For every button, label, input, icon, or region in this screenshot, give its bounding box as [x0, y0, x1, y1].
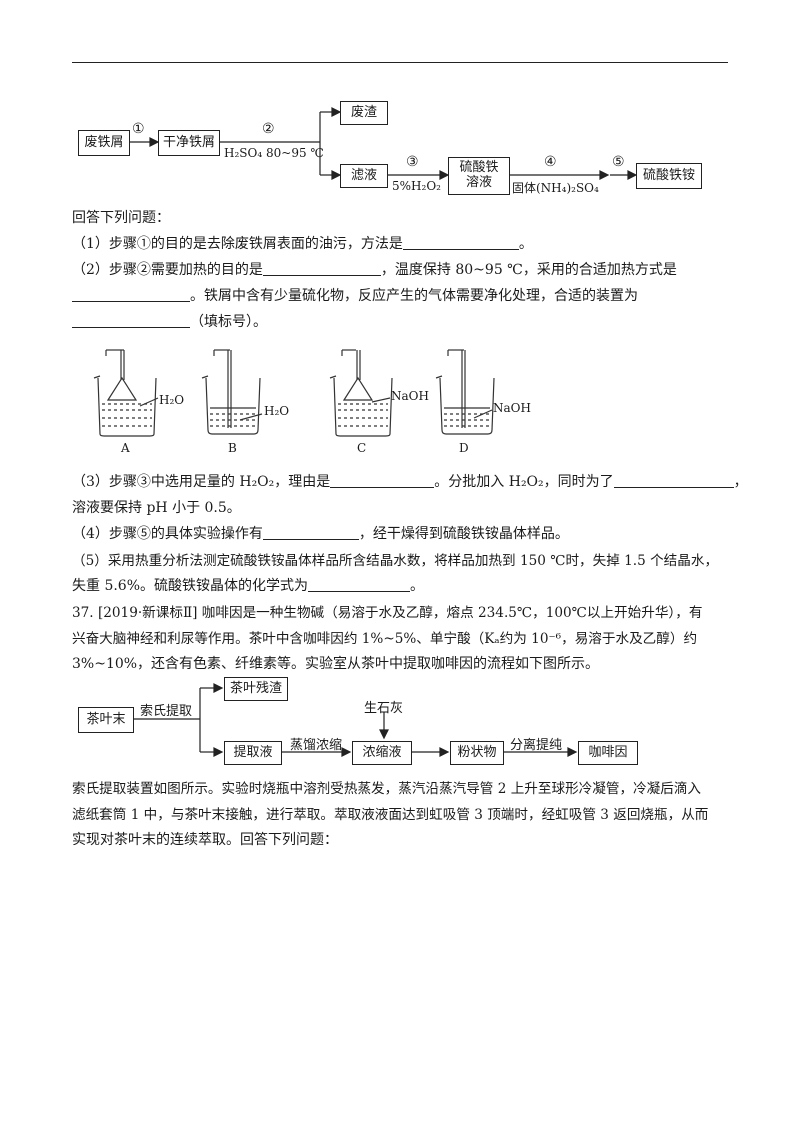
apparatus-c-liquid: NaOH — [391, 389, 429, 403]
flow1-step5: ⑤ — [612, 154, 625, 170]
q37-desc2: 滤纸套筒 1 中，与茶叶末接触，进行萃取。萃取液液面达到虹吸管 3 顶端时，经虹… — [72, 807, 709, 823]
flow2-distill-label: 蒸馏浓缩 — [290, 738, 343, 753]
apparatus-d-liquid: NaOH — [493, 401, 531, 415]
apparatus-b-label: B — [228, 441, 237, 455]
flow1-step4: ④ — [544, 154, 557, 170]
apparatus-c — [329, 349, 393, 437]
apparatus-d-label: D — [459, 441, 469, 455]
flow2-concentrate-box: 浓缩液 — [352, 741, 412, 765]
q37-desc3: 实现对茶叶末的连续萃取。回答下列问题： — [72, 832, 338, 848]
flow1-step1: ① — [132, 121, 145, 137]
answer-blank-q2b[interactable] — [72, 286, 190, 302]
q2-text-c: 。铁屑中含有少量硫化物，反应产生的气体需要净化处理，合适的装置为 — [190, 288, 638, 304]
q36-q1: （1）步骤①的目的是去除废铁屑表面的油污，方法是 。 — [72, 233, 533, 253]
q3-text-b: 。分批加入 H₂O₂，同时为了 — [434, 474, 614, 490]
q3-text-c: ， — [733, 474, 748, 490]
answer-blank-q4[interactable] — [262, 524, 359, 540]
q36-intro: 回答下列问题： — [72, 210, 170, 226]
q1-text: （1）步骤①的目的是去除废铁屑表面的油污，方法是 — [72, 236, 403, 252]
flow1-sulfate-box: 硫酸铁 溶液 — [448, 157, 510, 195]
flow1-sulfate-line1: 硫酸铁 — [459, 160, 499, 176]
q36-q5-line2: 失重 5.6%。硫酸铁铵晶体的化学式为 。 — [72, 575, 424, 595]
flow1-waste-box: 废渣 — [340, 101, 388, 125]
q5-text-b: 失重 5.6%。硫酸铁铵晶体的化学式为 — [72, 578, 309, 594]
q36-q2-line1: （2）步骤②需要加热的目的是 ，温度保持 80~95 ℃，采用的合适加热方式是 — [72, 259, 677, 279]
flow2-caffeine-box: 咖啡因 — [578, 741, 638, 765]
q36-q5-line1: （5）采用热重分析法测定硫酸铁铵晶体样品所含结晶水数，将样品加热到 150 ℃时… — [72, 553, 719, 569]
flow1-raw-box: 废铁屑 — [78, 130, 130, 156]
flow1-step3: ③ — [406, 154, 419, 170]
flow1-sulfate-line2: 溶液 — [465, 175, 492, 190]
flow1-cond3: 5%H₂O₂ — [392, 179, 441, 193]
answer-blank-q3b[interactable] — [613, 472, 734, 488]
flow1-filtrate-box: 滤液 — [340, 164, 388, 188]
flow1-step2: ② — [262, 121, 275, 137]
answer-blank-q5[interactable] — [308, 576, 411, 592]
q1-end: 。 — [518, 236, 533, 252]
q36-q3-line2: 溶液要保持 pH 小于 0.5。 — [72, 500, 241, 516]
answer-blank-q3a[interactable] — [330, 472, 435, 488]
apparatus-d — [435, 349, 495, 435]
q36-q2-line2: 。铁屑中含有少量硫化物，反应产生的气体需要净化处理，合适的装置为 — [72, 285, 638, 305]
flow1-clean-box: 干净铁屑 — [158, 130, 220, 156]
answer-blank-q2a[interactable] — [262, 260, 381, 276]
apparatus-b-liquid: H₂O — [264, 404, 290, 418]
q36-q3-line1: （3）步骤③中选用足量的 H₂O₂，理由是 。分批加入 H₂O₂，同时为了 ， — [72, 471, 748, 491]
top-rule — [72, 62, 728, 63]
answer-blank-q1[interactable] — [402, 234, 519, 250]
apparatus-a-label: A — [121, 441, 130, 455]
flow2-soxhlet-label: 索氏提取 — [140, 704, 193, 719]
flow1-cond-acid: H₂SO₄ — [224, 146, 263, 160]
flow2-extract-box: 提取液 — [224, 741, 282, 765]
apparatus-a — [93, 349, 159, 437]
q37-line3: 3%~10%，还含有色素、纤维素等。实验室从茶叶中提取咖啡因的流程如下图所示。 — [72, 656, 600, 672]
q4-text-a: （4）步骤⑤的具体实验操作有 — [72, 526, 263, 542]
q37-desc1: 索氏提取装置如图所示。实验时烧瓶中溶剂受热蒸发，蒸汽沿蒸汽导管 2 上升至球形冷… — [72, 781, 702, 797]
flow2-residue-box: 茶叶残渣 — [224, 677, 288, 701]
apparatus-a-liquid: H₂O — [159, 393, 185, 407]
answer-blank-q2c[interactable] — [72, 312, 190, 328]
q37-line2: 兴奋大脑神经和利尿等作用。茶叶中含咖啡因约 1%~5%、单宁酸（Kₐ约为 10⁻… — [72, 631, 698, 647]
q36-q4: （4）步骤⑤的具体实验操作有 ，经干燥得到硫酸铁铵晶体样品。 — [72, 523, 569, 543]
q37-line1: 37. [2019·新课标Ⅱ] 咖啡因是一种生物碱（易溶于水及乙醇，熔点 234… — [72, 605, 703, 621]
flow1-cond4: 固体(NH₄)₂SO₄ — [512, 181, 599, 195]
flow2-tea-box: 茶叶末 — [78, 707, 134, 733]
q36-q2-line3: （填标号）。 — [72, 311, 267, 331]
q2-text-d: （填标号）。 — [190, 314, 267, 330]
apparatus-b — [201, 349, 263, 435]
q2-text-b: ，温度保持 80~95 ℃，采用的合适加热方式是 — [380, 262, 677, 278]
flow1-product-box: 硫酸铁铵 — [636, 163, 702, 189]
flow2-lime-label: 生石灰 — [364, 701, 404, 716]
q5-text-c: 。 — [410, 578, 425, 594]
q4-text-b: ，经干燥得到硫酸铁铵晶体样品。 — [358, 526, 569, 542]
flow2-separate-label: 分离提纯 — [510, 738, 563, 753]
apparatus-c-label: C — [357, 441, 367, 455]
flow2-powder-box: 粉状物 — [450, 741, 504, 765]
q2-text-a: （2）步骤②需要加热的目的是 — [72, 262, 263, 278]
flow1-cond-temp: 80~95 ℃ — [266, 146, 324, 160]
q3-text-a: （3）步骤③中选用足量的 H₂O₂，理由是 — [72, 474, 331, 490]
